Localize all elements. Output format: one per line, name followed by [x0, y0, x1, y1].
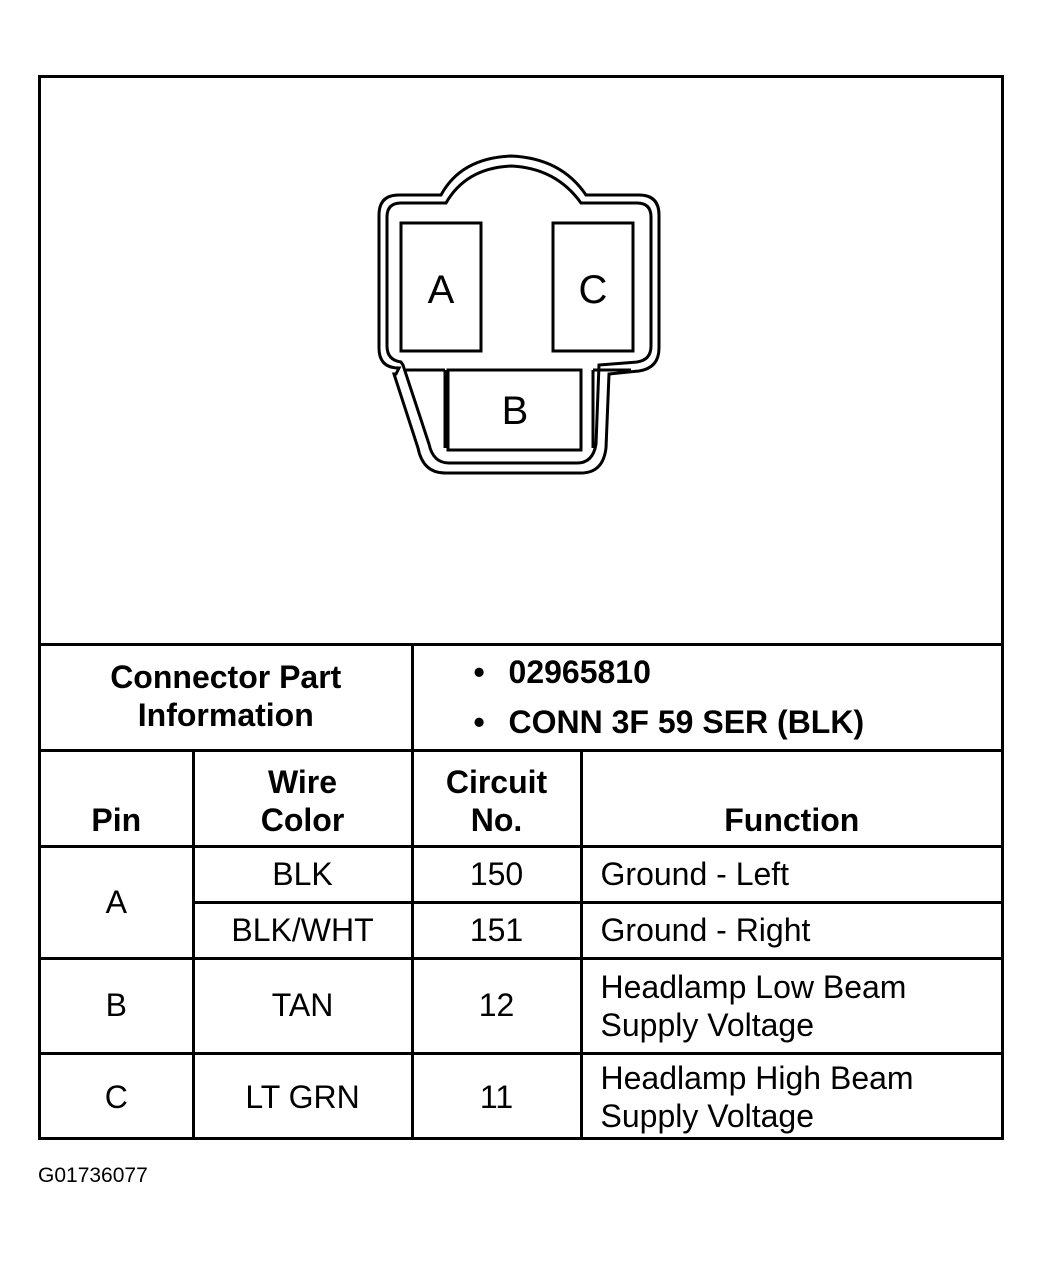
- bullet-1: •: [473, 654, 485, 690]
- table-row: A BLK 150 Ground - Left: [41, 844, 1002, 960]
- function-cell: Ground - Left: [579, 844, 1002, 904]
- circuit-cell: 12: [410, 956, 583, 1055]
- header-circuit-no: Circuit No.: [410, 748, 583, 848]
- table-row: C LT GRN 11 Headlamp High Beam Supply Vo…: [41, 1051, 1002, 1140]
- connector-housing-outline: [377, 154, 661, 475]
- function-cell: Headlamp High Beam Supply Voltage: [579, 1051, 1002, 1140]
- header-row: Pin Wire Color Circuit No. Function: [41, 748, 1002, 848]
- pin-a-cavity: [399, 221, 483, 353]
- header-function: Function: [579, 748, 1002, 848]
- table-row: B TAN 12 Headlamp Low Beam Supply Voltag…: [41, 956, 1002, 1055]
- wire-color-cell: BLK/WHT: [193, 900, 414, 960]
- part-description: CONN 3F 59 SER (BLK): [508, 704, 865, 740]
- function-cell: Headlamp Low Beam Supply Voltage: [579, 956, 1002, 1055]
- pinout-table: Connector Part Information • 02965810 • CO…: [41, 643, 1002, 1140]
- pin-c-label: C: [579, 268, 608, 312]
- pin-b-label: B: [502, 389, 529, 433]
- header-wire-color: Wire Color: [191, 748, 414, 848]
- connector-diagram-frame: A C B Connector Part Information • 029658…: [38, 75, 1004, 1140]
- wire-color-cell: TAN: [191, 956, 414, 1055]
- pin-c-cavity: [551, 221, 635, 353]
- pin-cell: C: [41, 1051, 195, 1140]
- pin-b-cavity: [446, 368, 583, 452]
- pin-a-label: A: [428, 268, 455, 312]
- bullet-2: •: [473, 704, 485, 740]
- part-info-values: • 02965810 • CONN 3F 59 SER (BLK): [410, 643, 1002, 752]
- connector-housing-inner-outline: [385, 164, 653, 465]
- wire-color-cell: BLK: [191, 844, 414, 904]
- part-info-row: Connector Part Information • 02965810 • CO…: [41, 643, 1002, 752]
- connector-face-view: A C B: [41, 78, 1001, 646]
- part-info-label-line2: Information: [137, 696, 314, 733]
- part-number: 02965810: [508, 654, 651, 690]
- figure-id: G01736077: [38, 1164, 148, 1187]
- function-cell: Ground - Right: [579, 900, 1002, 960]
- circuit-cell: 151: [410, 900, 583, 960]
- part-info-label: Connector Part Information: [41, 643, 414, 752]
- wire-color-cell: LT GRN: [191, 1051, 414, 1140]
- header-pin: Pin: [41, 748, 195, 848]
- table-row: BLK/WHT 151 Ground - Right: [41, 900, 1002, 960]
- pin-cell: A: [41, 844, 195, 960]
- circuit-cell: 11: [410, 1051, 583, 1140]
- pin-cell: B: [41, 956, 195, 1055]
- circuit-cell: 150: [410, 844, 583, 904]
- part-info-label-line1: Connector Part: [110, 658, 342, 695]
- connector-face-drawing: A C B: [377, 154, 661, 475]
